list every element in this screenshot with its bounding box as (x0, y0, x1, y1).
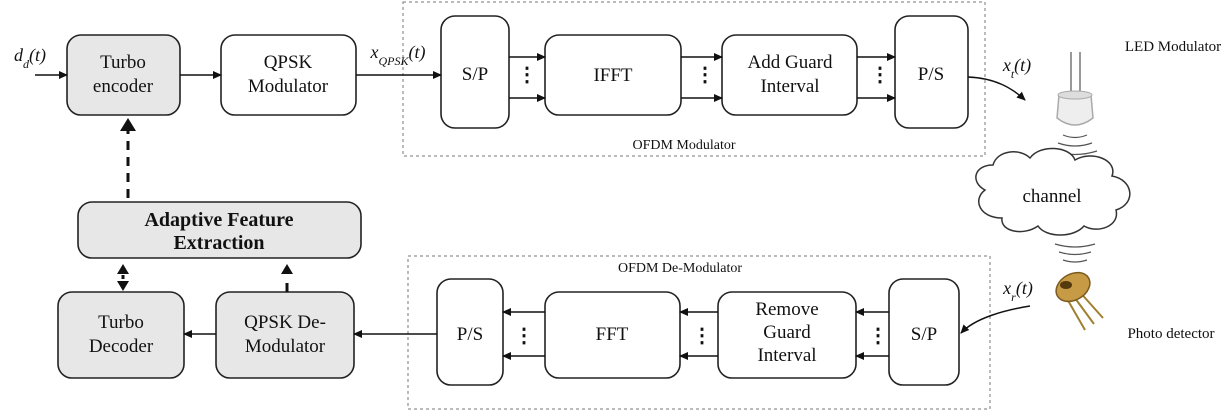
qpsk-demod-line2: Modulator (245, 336, 326, 357)
led-icon (1056, 52, 1094, 126)
sp-rx-block: S/P (888, 278, 960, 386)
dots-6: ⋮ (868, 325, 888, 347)
add-guard-block: Add Guard Interval (721, 34, 858, 116)
qpsk-modulator-line1: QPSK (264, 52, 313, 73)
photo-detector-label: Photo detector (1127, 326, 1214, 342)
qpsk-modulator-line2: Modulator (248, 76, 329, 97)
arrow-ps-led (967, 76, 1026, 101)
qpsk-demodulator-block: QPSK De- Modulator (215, 291, 355, 379)
arrow-photo-sp (960, 305, 1031, 334)
ps-tx-label: P/S (918, 64, 944, 85)
ofdm-demodulator-label: OFDM De-Modulator (618, 261, 742, 276)
rx-signal-label: xr(t) (1002, 278, 1033, 304)
qpsk-modulator-block: QPSK Modulator (220, 34, 357, 116)
remove-guard-block: Remove Guard Interval (717, 291, 857, 379)
feedback-decoder-arrowhead-down (117, 281, 129, 291)
dots-4: ⋮ (514, 325, 534, 347)
fft-label: FFT (596, 324, 629, 345)
add-guard-line1: Add Guard (748, 52, 833, 73)
channel-cloud: channel (975, 147, 1131, 236)
remove-guard-line2: Guard (763, 322, 811, 343)
led-modulator-label: LED Modulator (1125, 39, 1221, 55)
qpsk-signal-label: xQPSK(t) (370, 42, 426, 68)
ifft-label: IFFT (593, 65, 632, 86)
feedback-to-encoder-arrowhead (120, 118, 136, 131)
ps-tx-block: P/S (894, 15, 969, 129)
dots-2: ⋮ (695, 64, 715, 86)
adaptive-feature-block: Adaptive Feature Extraction (77, 201, 362, 259)
ofdm-modulator-label: OFDM Modulator (632, 138, 735, 153)
sp-tx-block: S/P (440, 15, 510, 129)
fft-block: FFT (544, 291, 681, 379)
channel-label: channel (1022, 186, 1081, 207)
photo-detector-icon (1055, 271, 1104, 331)
ps-rx-block: P/S (436, 278, 504, 386)
qpsk-demod-line1: QPSK De- (244, 312, 326, 333)
add-guard-line2: Interval (760, 76, 819, 97)
dots-3: ⋮ (870, 64, 890, 86)
turbo-decoder-block: Turbo Decoder (57, 291, 185, 379)
dots-5: ⋮ (692, 325, 712, 347)
remove-guard-line1: Remove (755, 299, 818, 320)
ifft-block: IFFT (544, 34, 682, 116)
turbo-encoder-block: Turbo encoder (66, 34, 181, 116)
tx-signal-label: xt(t) (1002, 55, 1031, 81)
ofdm-modulator-frame (402, 1, 986, 157)
feedback-demod-arrowhead (281, 264, 293, 274)
sp-rx-label: S/P (911, 324, 937, 345)
remove-guard-line3: Interval (757, 345, 816, 366)
turbo-decoder-line1: Turbo (98, 312, 144, 333)
turbo-encoder-line1: Turbo (100, 52, 146, 73)
channel-rx-waves (1054, 243, 1096, 263)
adaptive-line1: Adaptive Feature (144, 209, 293, 231)
turbo-encoder-line2: encoder (93, 76, 154, 97)
feedback-decoder-arrowhead-up (117, 264, 129, 274)
ofdm-demodulator-frame (407, 255, 991, 410)
adaptive-line2: Extraction (173, 232, 264, 254)
input-signal-label: dd(t) (14, 45, 46, 71)
ps-rx-label: P/S (457, 324, 483, 345)
turbo-decoder-line2: Decoder (89, 336, 154, 357)
sp-tx-label: S/P (462, 64, 488, 85)
dots-1: ⋮ (517, 64, 537, 86)
